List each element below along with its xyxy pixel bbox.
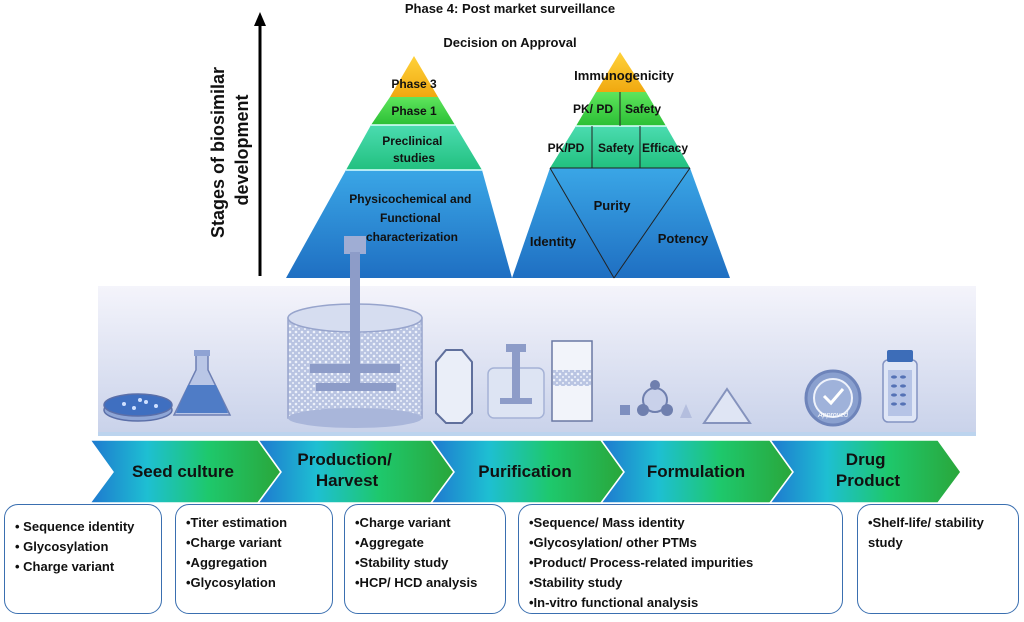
left-tier-phase3 <box>390 56 438 97</box>
drug-bottle-icon <box>882 350 918 423</box>
list-item: •Product/ Process-related impurities <box>529 555 754 570</box>
right-pkpd-label: PK/ PD <box>573 102 613 116</box>
left-tier-base <box>286 170 512 278</box>
left-characterization-label: Physicochemical and Functional character… <box>349 192 474 244</box>
left-phase3-label: Phase 3 <box>391 77 437 91</box>
step-seed-culture: Seed culture <box>132 462 234 481</box>
box-formulation: •Sequence/ Mass identity •Glycosylation/… <box>518 504 843 614</box>
right-identity-label: Identity <box>530 234 577 249</box>
petri-dish-icon <box>103 393 173 422</box>
right-tier-2 <box>576 92 666 126</box>
approved-stamp-text: Approved <box>817 412 849 419</box>
box-purification: •Charge variant •Aggregate •Stability st… <box>344 504 506 614</box>
right-tier-base <box>512 168 730 278</box>
chevron-drug-product <box>768 439 962 504</box>
list-item: • Sequence identity <box>15 519 135 534</box>
list-item: • Charge variant <box>15 559 115 574</box>
right-tier-3 <box>550 126 690 168</box>
box-production: •Titer estimation •Charge variant •Aggre… <box>175 504 333 614</box>
formulation-molecules-icon <box>620 380 692 418</box>
left-tier-phase1 <box>371 97 455 125</box>
right-potency-label: Potency <box>658 231 709 246</box>
list-item: •Glycosylation/ other PTMs <box>529 535 697 550</box>
left-preclinical-label: Preclinical studies <box>382 134 445 165</box>
left-phase1-label: Phase 1 <box>391 104 437 118</box>
right-safety-label: Safety <box>625 102 661 116</box>
list-item: •Sequence/ Mass identity <box>529 515 685 530</box>
decision-label: Decision on Approval <box>443 35 576 50</box>
list-item: •Aggregation <box>186 555 268 570</box>
right-pyramid <box>512 52 730 279</box>
axis-label: Stages of biosimilar development <box>208 62 252 238</box>
right-immunogenicity-label: Immunogenicity <box>574 68 674 83</box>
right-purity-label: Purity <box>594 198 632 213</box>
step-drug-product: Drug Product <box>836 450 901 490</box>
list-item: study <box>868 535 903 550</box>
list-item: •Titer estimation <box>186 515 288 530</box>
list-item: •Stability study <box>529 575 623 590</box>
phase4-label: Phase 4: Post market surveillance <box>405 1 615 16</box>
list-item: •Stability study <box>355 555 449 570</box>
box-drug-product: •Shelf-life/ stability study <box>857 504 1019 614</box>
purification-column-icon <box>435 349 473 424</box>
list-item: •In-vitro functional analysis <box>529 595 699 610</box>
left-pyramid <box>286 56 512 278</box>
stage-axis-arrow <box>254 12 266 276</box>
step-production-harvest: Production/ Harvest <box>297 450 396 490</box>
flask-icon <box>172 350 232 416</box>
step-formulation: Formulation <box>647 462 745 481</box>
right-pkpd2-label: PK/PD <box>548 141 585 155</box>
list-item: •HCP/ HCD analysis <box>355 575 478 590</box>
process-flow <box>88 432 976 504</box>
filter-column-icon <box>551 340 593 422</box>
box-seed-culture: • Sequence identity • Glycosylation • Ch… <box>4 504 162 614</box>
right-tier-1 <box>596 52 646 92</box>
right-efficacy-label: Efficacy <box>642 141 688 155</box>
bioreactor-icon <box>287 236 423 428</box>
list-item: •Aggregate <box>355 535 424 550</box>
step-purification: Purification <box>478 462 572 481</box>
list-item: •Charge variant <box>355 515 451 530</box>
triangle-vial-icon <box>702 387 752 424</box>
list-item: •Glycosylation <box>186 575 276 590</box>
list-item: •Shelf-life/ stability <box>868 515 984 530</box>
approved-stamp-icon: Approved <box>804 369 862 427</box>
left-tier-preclinical <box>346 125 482 170</box>
list-item: • Glycosylation <box>15 539 109 554</box>
mixing-tank-icon <box>487 344 545 419</box>
list-item: •Charge variant <box>186 535 282 550</box>
right-safety2-label: Safety <box>598 141 634 155</box>
